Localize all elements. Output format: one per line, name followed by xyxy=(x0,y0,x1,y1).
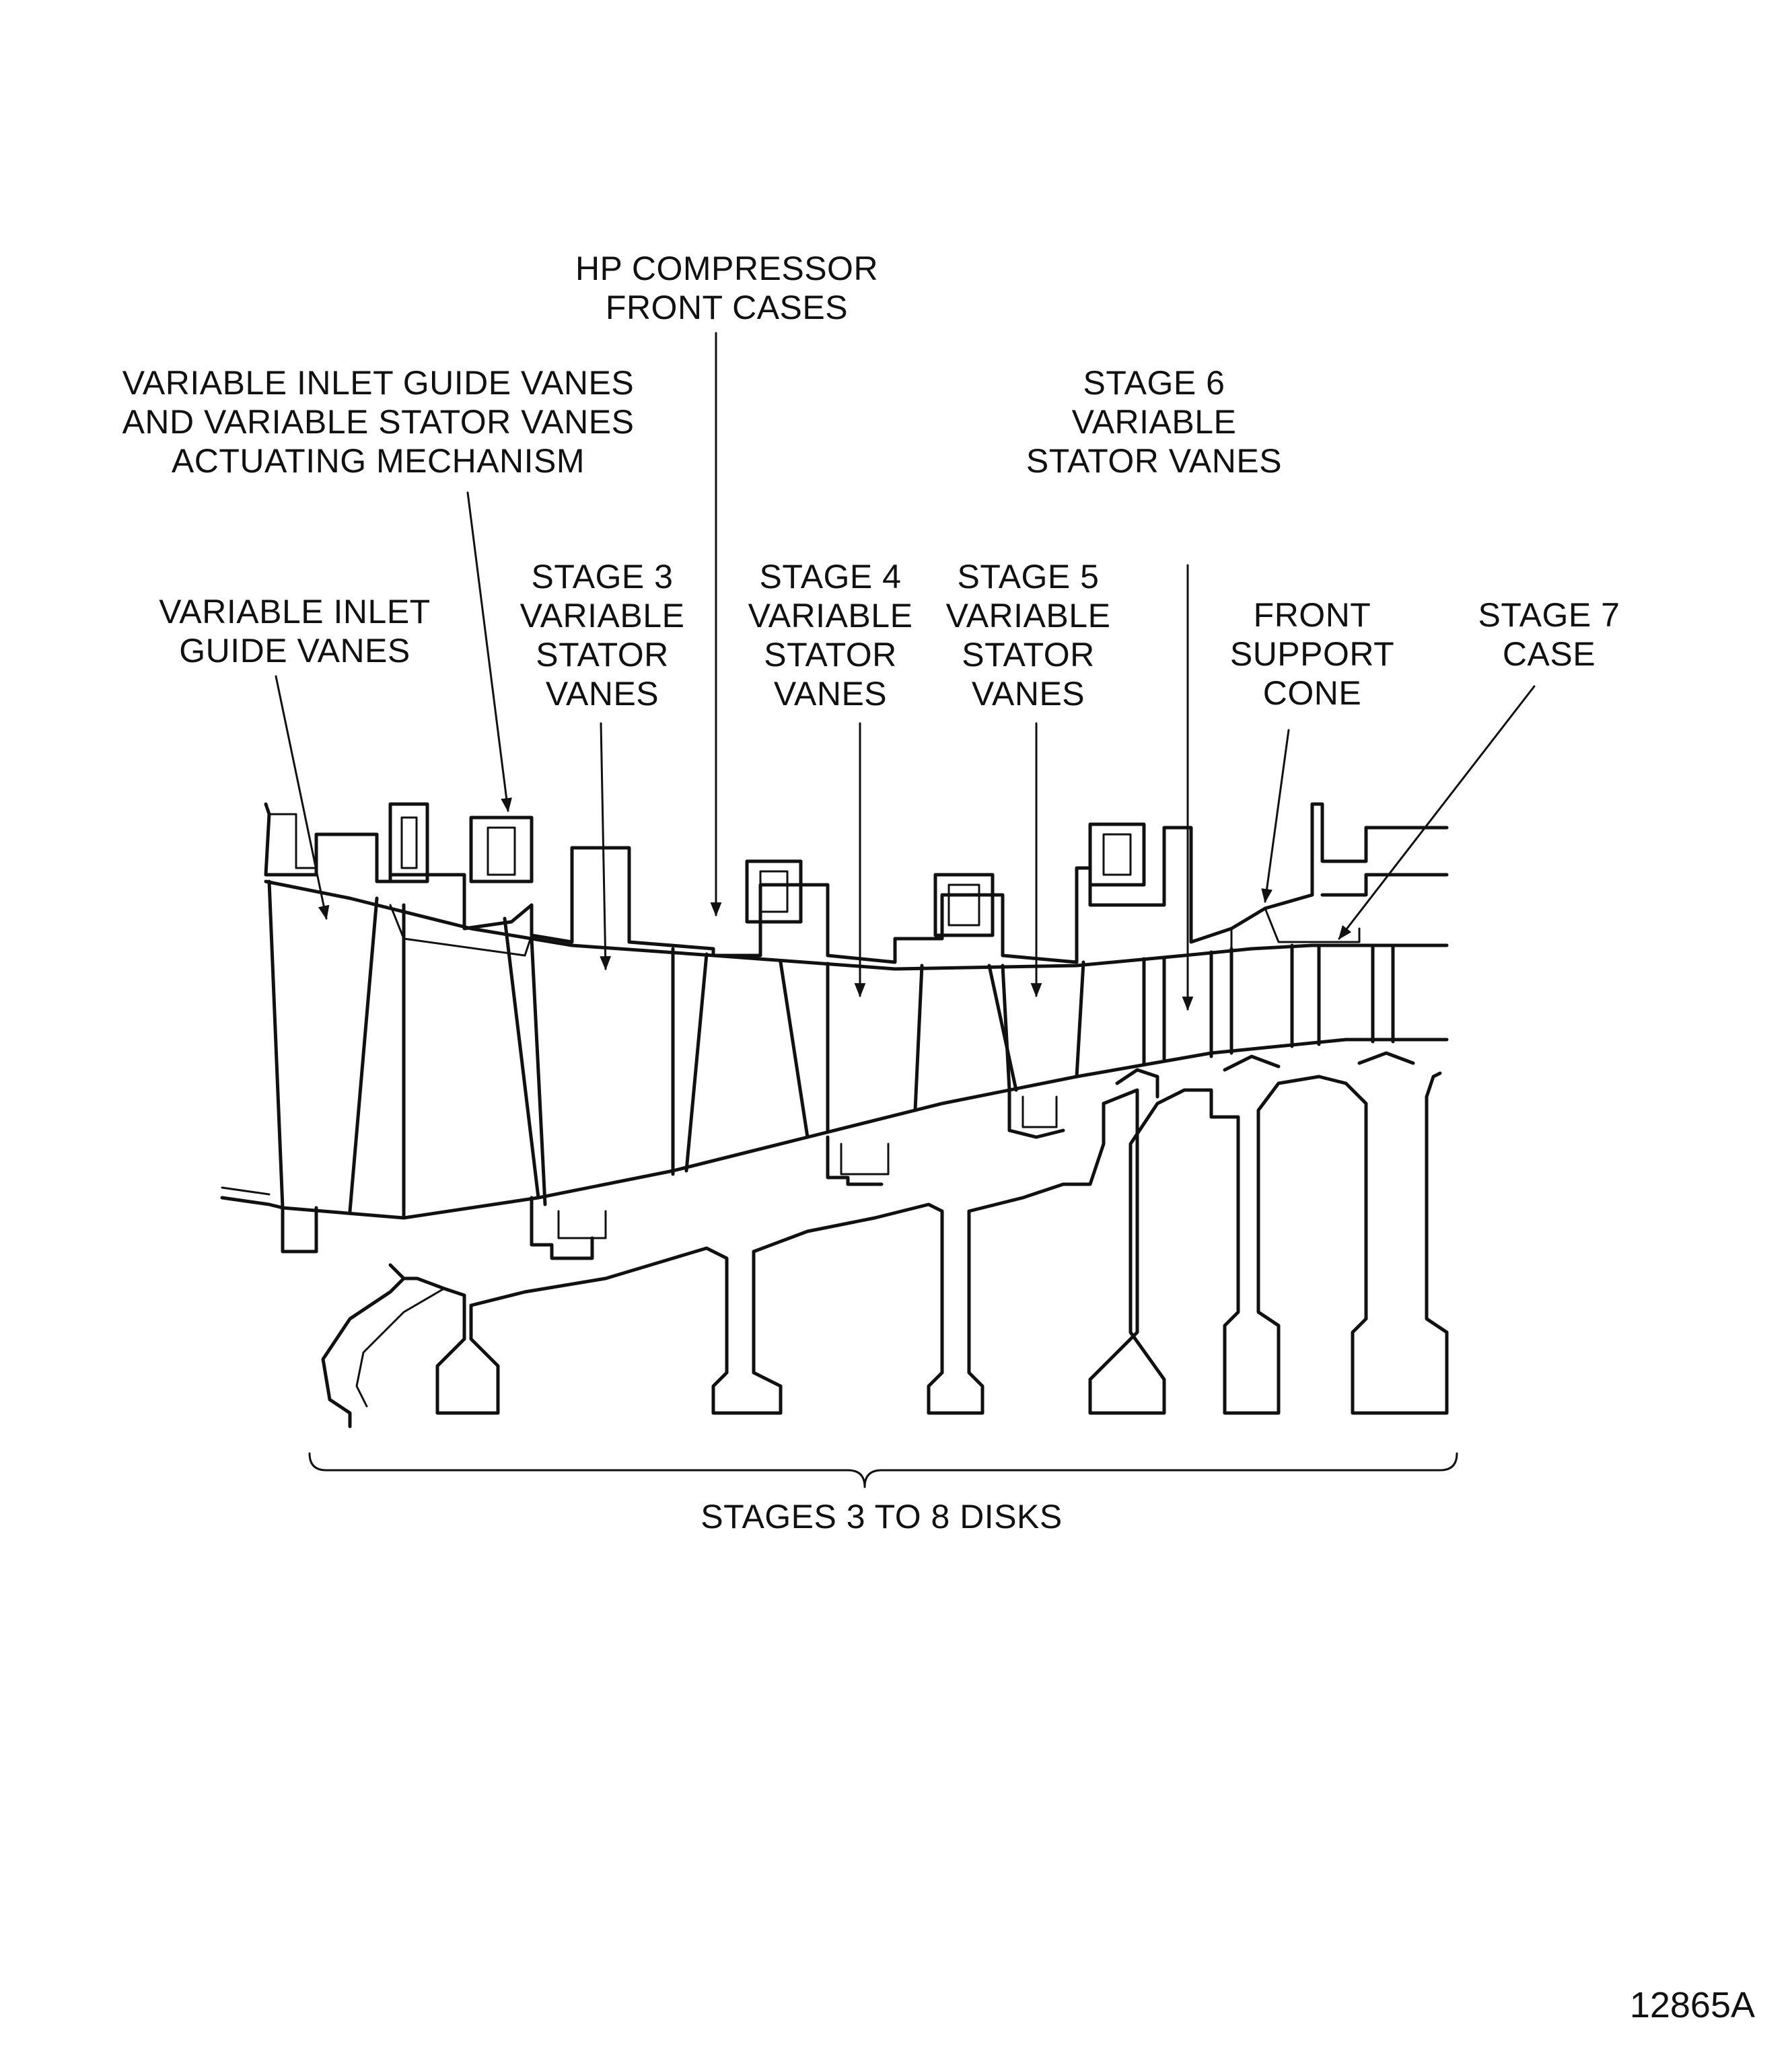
inner-shrouds xyxy=(530,1088,1065,1260)
leader-lines xyxy=(275,332,1536,1011)
label-stages-3-to-8-disks: STAGES 3 TO 8 DISKS xyxy=(701,1498,1063,1535)
disks-bracket xyxy=(308,1452,1458,1488)
airfoils xyxy=(267,879,1395,1220)
outer-casing xyxy=(264,802,1449,971)
figure-number: 12865A xyxy=(1629,1985,1755,2025)
inner-flowpath xyxy=(220,1038,1449,1254)
actuator-rings xyxy=(388,802,1146,937)
rotor-disks xyxy=(321,1051,1449,1429)
